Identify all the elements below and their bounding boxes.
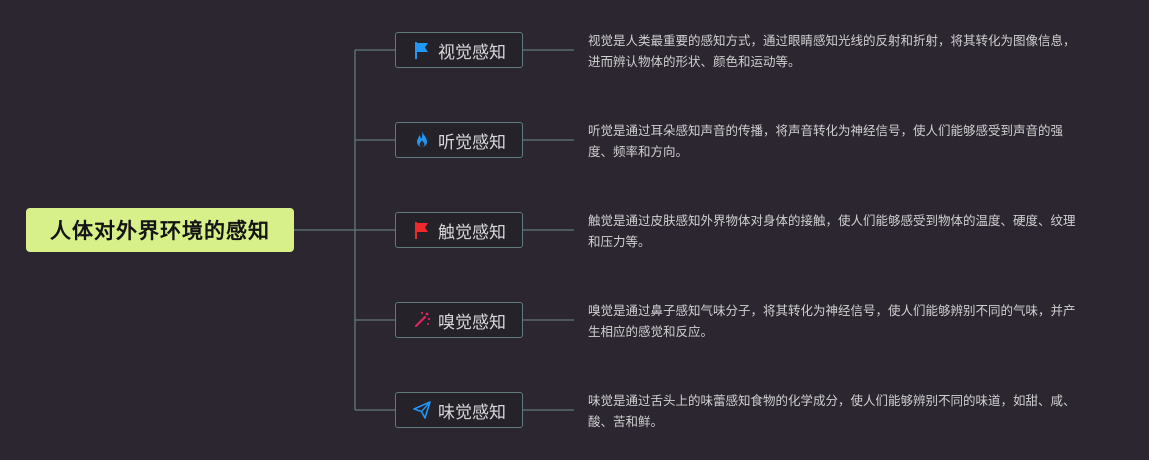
branch-description-taste: 味觉是通过舌头上的味蕾感知食物的化学成分，使人们能够辨别不同的味道，如甜、咸、酸… (588, 393, 1076, 429)
branch-description-hearing: 听觉是通过耳朵感知声音的传播，将声音转化为神经信号，使人们能够感受到声音的强度、… (588, 123, 1064, 159)
root-topic-label: 人体对外界环境的感知 (50, 219, 270, 243)
blue-flag-icon (412, 40, 432, 60)
branch-topic-label: 味觉感知 (438, 402, 506, 423)
branch-topic-vision[interactable]: 视觉感知 (395, 32, 523, 68)
branch-description-vision: 视觉是人类最重要的感知方式，通过眼睛感知光线的反射和折射，将其转化为图像信息，进… (588, 33, 1076, 69)
branch-topic-taste[interactable]: 味觉感知 (395, 392, 523, 428)
branch-topic-label: 嗅觉感知 (438, 312, 506, 333)
branch-topic-smell[interactable]: 嗅觉感知 (395, 302, 523, 338)
branch-topic-touch[interactable]: 触觉感知 (395, 212, 523, 248)
branch-topic-label: 触觉感知 (438, 222, 506, 243)
branch-topic-hearing[interactable]: 听觉感知 (395, 122, 523, 158)
root-topic[interactable]: 人体对外界环境的感知 (26, 208, 294, 252)
paper-plane-icon (412, 400, 432, 420)
branch-topic-label: 听觉感知 (438, 132, 506, 153)
branch-topic-label: 视觉感知 (438, 42, 506, 63)
magic-wand-icon (412, 310, 432, 330)
branch-description-touch: 触觉是通过皮肤感知外界物体对身体的接触，使人们能够感受到物体的温度、硬度、纹理和… (588, 213, 1076, 249)
branch-description-smell: 嗅觉是通过鼻子感知气味分子，将其转化为神经信号，使人们能够辨别不同的气味，并产生… (588, 303, 1076, 339)
red-flag-icon (412, 220, 432, 240)
flame-icon (412, 130, 432, 150)
